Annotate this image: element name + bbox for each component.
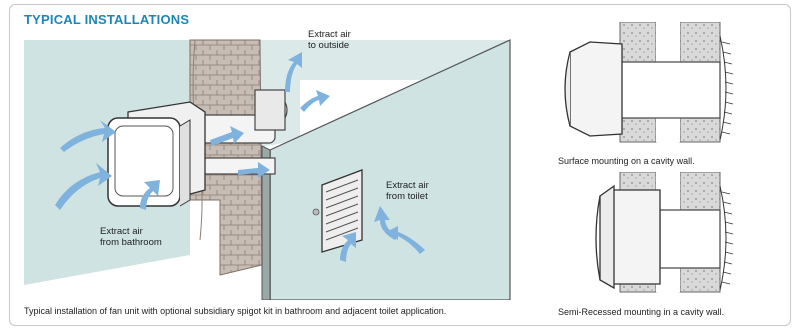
label-line: Extract air — [386, 180, 429, 191]
semi-recessed-mounting-diagram — [595, 172, 734, 293]
label-line: Extract air — [308, 29, 351, 40]
section-heading: TYPICAL INSTALLATIONS — [24, 12, 190, 27]
label-extract-outside: Extract air to outside — [308, 29, 351, 51]
label-line: from bathroom — [100, 237, 162, 248]
label-line: to outside — [308, 40, 350, 51]
bathroom-wall — [24, 40, 190, 285]
label-line: from toilet — [386, 191, 428, 202]
label-line: Extract air — [100, 226, 143, 237]
caption-surface: Surface mounting on a cavity wall. — [558, 156, 695, 166]
fan-unit — [107, 101, 206, 207]
surface-mounting-diagram — [564, 22, 734, 143]
label-extract-toilet: Extract air from toilet — [386, 180, 429, 202]
toilet-grille — [312, 169, 363, 253]
installation-illustration — [24, 39, 511, 300]
airflow-arrows — [55, 52, 425, 262]
caption-main: Typical installation of fan unit with op… — [24, 306, 447, 316]
label-extract-bathroom: Extract air from bathroom — [100, 226, 162, 248]
caption-semi-recessed: Semi-Recessed mounting in a cavity wall. — [558, 307, 725, 317]
